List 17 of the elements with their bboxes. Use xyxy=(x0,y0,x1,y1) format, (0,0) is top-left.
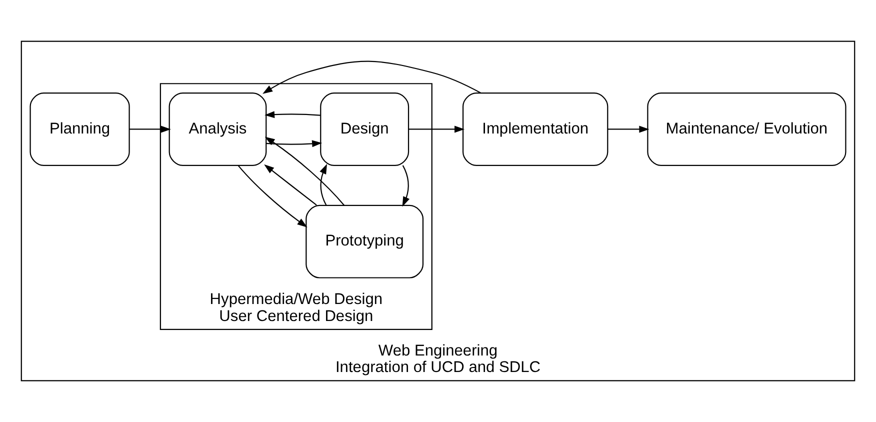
node-box: Maintenance/ Evolution xyxy=(647,92,846,166)
arrow xyxy=(608,126,650,133)
arrow xyxy=(238,165,308,228)
arrow xyxy=(264,111,320,118)
arrow xyxy=(408,126,465,133)
node-box: Planning xyxy=(30,92,130,166)
arrow xyxy=(262,60,481,94)
arrow xyxy=(320,164,328,206)
arrow xyxy=(402,165,410,207)
arrow xyxy=(130,126,171,133)
node-box: Prototyping xyxy=(306,204,424,278)
arrow xyxy=(264,136,345,206)
node-box: Implementation xyxy=(462,92,608,166)
node-box: Analysis xyxy=(168,92,267,166)
arrow xyxy=(264,164,317,206)
arrow xyxy=(266,140,322,148)
node-box: Design xyxy=(320,92,410,166)
